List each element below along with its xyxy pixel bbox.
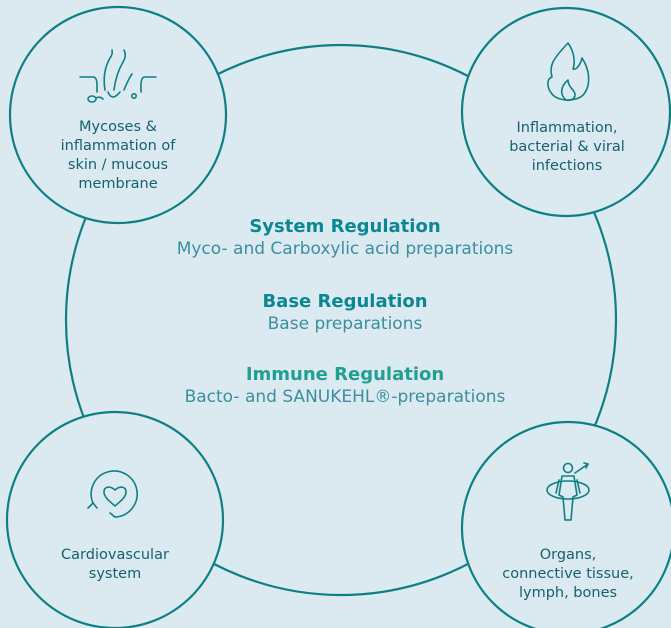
immune-regulation-block: Immune Regulation Bacto- and SANUKEHL®-p… bbox=[90, 364, 600, 408]
base-regulation-block: Base Regulation Base preparations bbox=[90, 291, 600, 335]
node-label-line: membrane bbox=[78, 176, 158, 192]
human-body-icon bbox=[546, 462, 590, 521]
base-regulation-subtitle: Base preparations bbox=[267, 314, 423, 334]
node-circle-bottom-right bbox=[460, 420, 671, 628]
node-label-top-right: Inflammation, bacterial & viral infectio… bbox=[494, 119, 640, 176]
node-label-line: bacterial & viral bbox=[509, 139, 625, 155]
flame-icon bbox=[547, 42, 590, 102]
node-label-line: Mycoses & bbox=[79, 119, 157, 135]
node-label-line: lymph, bones bbox=[518, 585, 618, 601]
node-label-line: Inflammation, bbox=[516, 120, 618, 136]
node-label-top-left: Mycoses & inflammation of skin / mucous … bbox=[48, 118, 188, 194]
node-label-line: inflammation of bbox=[60, 138, 176, 154]
base-regulation-title: Base Regulation bbox=[262, 291, 428, 312]
system-regulation-title: System Regulation bbox=[249, 216, 441, 237]
system-regulation-subtitle: Myco- and Carboxylic acid preparations bbox=[176, 239, 514, 259]
system-regulation-block: System Regulation Myco- and Carboxylic a… bbox=[90, 216, 600, 260]
node-label-bottom-right: Organs, connective tissue, lymph, bones bbox=[488, 546, 648, 603]
node-circle-top-left bbox=[8, 5, 228, 225]
node-label-line: Organs, bbox=[539, 547, 597, 563]
central-ring bbox=[64, 43, 618, 597]
node-circle-bottom-left bbox=[5, 410, 225, 628]
node-circle-top-right bbox=[460, 6, 671, 218]
node-label-bottom-left: Cardiovascular system bbox=[45, 546, 185, 584]
heart-cycle-icon bbox=[87, 470, 138, 518]
node-label-line: infections bbox=[531, 158, 603, 174]
node-label-line: system bbox=[88, 566, 142, 582]
node-label-line: Cardiovascular bbox=[61, 547, 169, 563]
immune-regulation-title: Immune Regulation bbox=[245, 364, 445, 385]
node-label-line: connective tissue, bbox=[502, 566, 634, 582]
immune-regulation-subtitle: Bacto- and SANUKEHL®-preparations bbox=[184, 387, 506, 407]
hair-skin-icon bbox=[79, 49, 157, 103]
node-label-line: skin / mucous bbox=[67, 157, 169, 173]
